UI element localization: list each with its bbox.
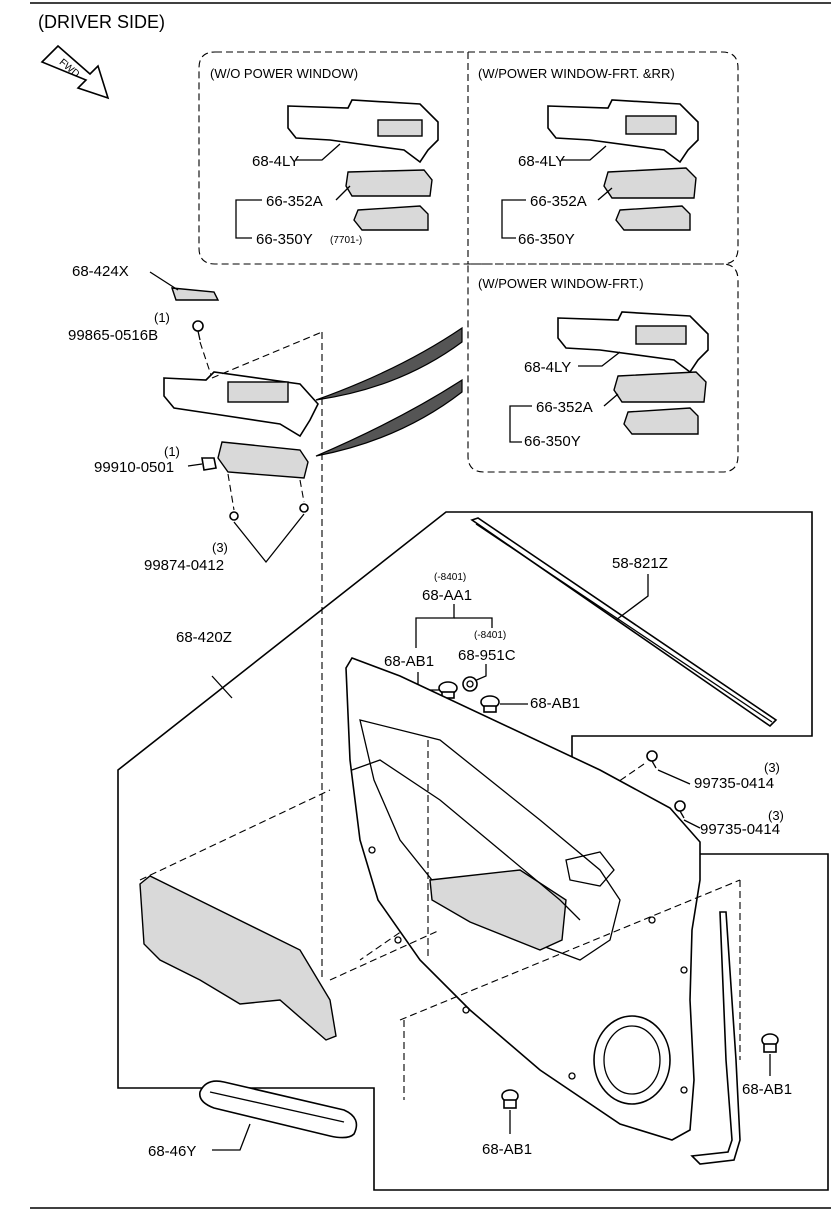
label-99865-0516b: 99865-0516B [68, 327, 158, 344]
bracket-a [235, 199, 262, 239]
leader-0414-b [683, 819, 701, 829]
bracket-aa1 [415, 604, 455, 648]
note-7701: (7701-) [330, 235, 362, 246]
inset-c-parts [557, 311, 709, 435]
clip-68-ab1-c [761, 1033, 779, 1053]
door-trim-panel [345, 657, 701, 1141]
label-68-ab1-a: 68-AB1 [384, 653, 434, 670]
bracket-c [509, 405, 532, 443]
note-aa1: (-8401) [434, 572, 466, 583]
inset-pointer-lower [315, 378, 463, 457]
dash-99874-l [227, 473, 235, 511]
inset-box-bottom [467, 263, 739, 473]
label-68-424x: 68-424X [72, 263, 129, 280]
leader-424x [149, 271, 179, 291]
label-68-ab1-d: 68-AB1 [482, 1141, 532, 1158]
label-99910-0501: 99910-0501 [94, 459, 174, 476]
leader-0414-a [657, 769, 691, 785]
qty-0414-b: (3) [768, 808, 784, 823]
inset-title-wo: (W/O POWER WINDOW) [210, 66, 358, 81]
inset-a-parts [287, 99, 439, 231]
part-68-424x [170, 287, 220, 301]
switch-panel [163, 371, 319, 438]
qty-99865: (1) [154, 310, 170, 325]
label-68-ab1-b: 68-AB1 [530, 695, 580, 712]
leader-4ly-c [578, 351, 621, 367]
label-66-350y-b: 66-350Y [518, 231, 575, 248]
diagram-title: (DRIVER SIDE) [38, 12, 165, 32]
insulator-panel [139, 875, 337, 1041]
label-99874-0412: 99874-0412 [144, 557, 224, 574]
label-66-352a-b: 66-352A [530, 193, 587, 210]
label-68-ab1-c: 68-AB1 [742, 1081, 792, 1098]
leader-352a-c [603, 393, 619, 407]
label-66-350y-c: 66-350Y [524, 433, 581, 450]
leader-46y [212, 1123, 251, 1151]
label-66-352a-c: 66-352A [536, 399, 593, 416]
label-68-46y: 68-46Y [148, 1143, 196, 1160]
screw-99865 [192, 320, 204, 341]
inset-title-frt-rr: (W/POWER WINDOW-FRT. &RR) [478, 66, 675, 81]
dash-left-a [139, 789, 331, 881]
screw-99735-b [674, 800, 686, 819]
dash-right-a [399, 879, 741, 1021]
label-68-420z: 68-420Z [176, 629, 232, 646]
bracket-aa1-r [454, 617, 493, 628]
switch-unit [217, 441, 309, 479]
label-99735-0414-a: 99735-0414 [694, 775, 774, 792]
dash-panel-top [211, 331, 323, 379]
qty-99874: (3) [212, 540, 228, 555]
leader-4ly-b [562, 145, 607, 161]
dash-left-b [329, 929, 441, 981]
dash-99874-r [299, 479, 305, 503]
leader-99874 [233, 513, 305, 564]
part-58-821z [470, 517, 778, 728]
leader-821z [615, 574, 649, 621]
qty-0414-a: (3) [764, 760, 780, 775]
label-68-4ly-c: 68-4LY [524, 359, 571, 376]
note-951c: (-8401) [474, 630, 506, 641]
leader-352a-a [335, 185, 351, 201]
screw-99874 [229, 503, 309, 521]
clip-68-ab1-b [480, 695, 500, 713]
qty-99910: (1) [164, 444, 180, 459]
screw-99735-a [646, 750, 658, 769]
washer-68-951c [462, 676, 478, 692]
armrest-pad-68-46y [198, 1080, 358, 1139]
inset-pointer-upper [315, 326, 463, 401]
dash-99865 [199, 341, 213, 379]
leader-420z [211, 675, 233, 699]
label-66-350y-a: 66-350Y [256, 231, 313, 248]
door-inner-line [351, 759, 581, 921]
label-68-aa1: 68-AA1 [422, 587, 472, 604]
label-68-4ly-b: 68-4LY [518, 153, 565, 170]
weatherstrip [690, 911, 741, 1165]
bracket-b [501, 199, 526, 239]
label-68-4ly-a: 68-4LY [252, 153, 299, 170]
label-66-352a-a: 66-352A [266, 193, 323, 210]
leader-4ly-a [296, 143, 341, 161]
leader-99910 [187, 463, 203, 467]
leader-352a-b [597, 187, 613, 201]
clip-68-ab1-d [501, 1089, 519, 1109]
clip-99910 [201, 457, 217, 471]
inset-b-parts [547, 99, 699, 231]
fwd-arrow-icon: FWD [40, 44, 110, 100]
label-99735-0414-b: 99735-0414 [700, 821, 780, 838]
inset-title-frt: (W/POWER WINDOW-FRT.) [478, 276, 644, 291]
label-58-821z: 58-821Z [612, 555, 668, 572]
label-68-951c: 68-951C [458, 647, 516, 664]
